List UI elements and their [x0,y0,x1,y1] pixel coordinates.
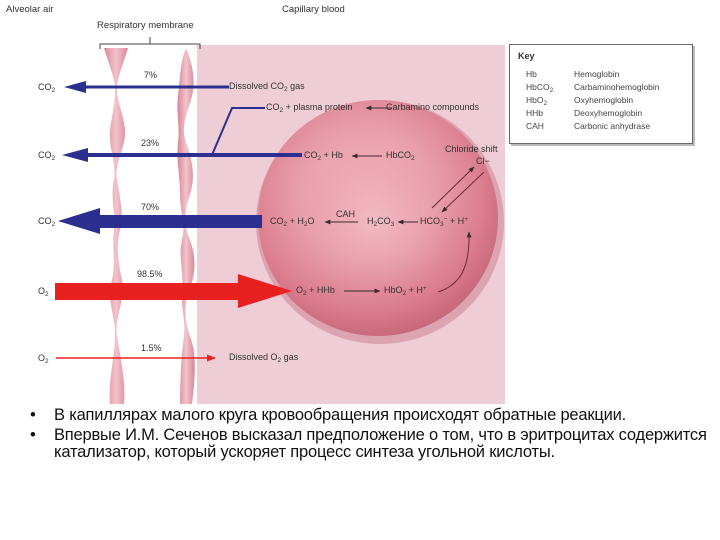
o2-label-row5: O2 [38,353,49,365]
capillary-wall-membrane [177,48,195,404]
h2co3-label: H2CO3 [367,216,395,228]
alveolar-air-header: Alveolar air [6,4,54,15]
co2-bicarbonate-arrow-body [96,215,262,228]
percent-row2: 23% [141,138,160,148]
co2-h2o-label: CO2 + H2O [270,216,315,228]
carbamino-compounds-label: Carbamino compounds [386,102,480,112]
bullet-item-1: • В капиллярах малого круга кровообращен… [30,406,710,425]
hbco2-label: HbCO2 [386,150,415,162]
bullet-dot: • [30,406,36,424]
membrane-bracket [99,37,201,49]
capillary-blood-header: Capillary blood [282,4,345,15]
co2-plasma-protein-label: CO2 + plasma protein [266,102,353,114]
bullet-item-2: • Впервые И.М. Сеченов высказал предполо… [30,425,710,462]
h-ion-curve-arrow [437,231,472,293]
percent-row4: 98.5% [137,269,163,279]
dissolved-co2-label: Dissolved CO2 gas [229,81,305,93]
o2-hhb-label: O2 + HHb [296,285,335,297]
key-title: Key [518,51,535,61]
co2-label-row1: CO2 [38,82,56,94]
bullet-dot: • [30,425,36,444]
co2-hb-arrowhead [62,148,88,162]
red-blood-cell [256,100,504,344]
chloride-shift-out-arrow [431,166,475,209]
chloride-shift-in-arrow [441,171,485,213]
bullet-list: • В капиллярах малого круга кровообращен… [30,406,710,464]
o2-hemoglobin-arrow-body [55,283,241,300]
co2-hb-label: CO2 + Hb [304,150,343,162]
hbo2-h-label: HbO2 + H+ [384,285,427,297]
co2-label-row2: CO2 [38,150,56,162]
plasma-protein-connector [211,107,265,156]
percent-row1: 7% [144,70,158,80]
co2-bicarbonate-arrowhead [58,208,100,234]
bullet-text-1: В капиллярах малого круга кровообращения… [54,406,627,424]
gas-exchange-diagram [55,37,504,404]
chloride-shift-label: Chloride shift [445,144,498,154]
bullet-text-2: Впервые И.М. Сеченов высказал предположе… [54,425,707,461]
respiratory-membrane-header: Respiratory membrane [97,20,194,31]
o2-hemoglobin-arrowhead [238,274,292,308]
chloride-ion-label: Cl− [476,156,490,166]
percent-row5: 1.5% [141,343,162,353]
dissolved-o2-label: Dissolved O2 gas [229,352,299,364]
hco3-h-label: HCO3− + H+ [420,216,468,228]
cah-label: CAH [336,209,356,219]
o2-label-row4: O2 [38,286,49,298]
percent-row3: 70% [141,202,160,212]
co2-dissolved-arrowhead [64,81,86,93]
co2-label-row3: CO2 [38,216,56,228]
